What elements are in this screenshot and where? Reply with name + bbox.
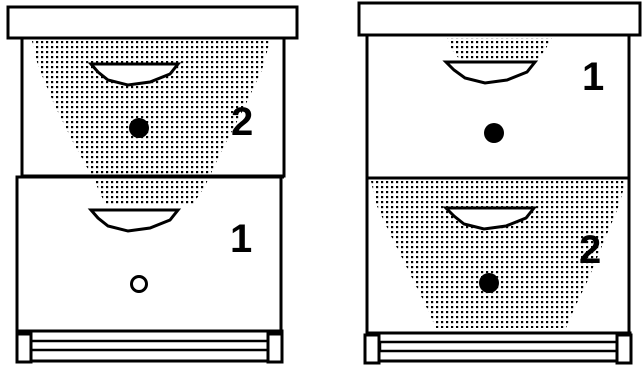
right-top-box-number: 1 [582,55,604,99]
left-stand-leg-right [268,334,282,362]
left-top-entrance-filled [129,118,149,138]
left-stand-rail [30,341,270,350]
right-bottom-entrance-filled [479,273,499,293]
left-bottom-entrance-open [132,277,147,292]
right-stand-leg-right [617,335,631,363]
left-stand-leg-left [17,334,31,362]
right-bottom-box-number: 2 [579,228,601,272]
left-hive: 2 1 [8,7,297,362]
right-top-entrance-filled [484,123,504,143]
right-top-bee-cluster [447,38,552,60]
right-stand-leg-left [365,335,379,363]
right-hive-lid [359,3,640,35]
left-top-box-number: 2 [231,100,253,144]
right-hive: 1 2 [359,3,640,363]
right-stand-rail [380,342,618,351]
left-bottom-box-number: 1 [230,217,252,261]
left-hive-lid [8,7,297,38]
left-bottom-handle [91,210,178,231]
